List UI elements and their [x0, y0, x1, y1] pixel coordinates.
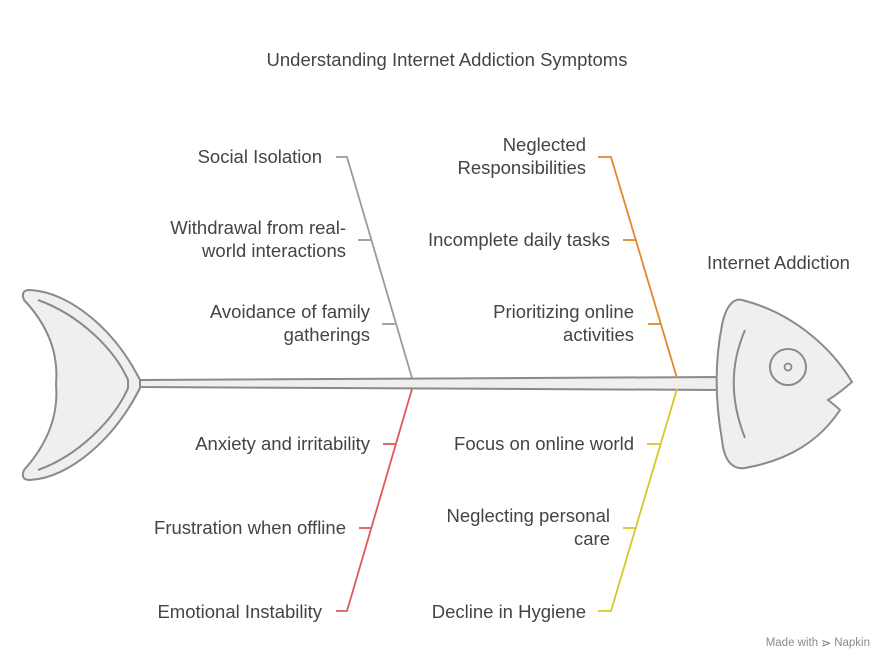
cause-prioritizing-line2: activities	[563, 324, 634, 345]
category-neglected-responsibilities: Neglected Responsibilities	[457, 133, 586, 179]
cause-prioritizing-line1: Prioritizing online	[493, 301, 634, 322]
cause-withdrawal-line2: world interactions	[202, 240, 346, 261]
fish-tail	[21, 288, 141, 482]
bone-social-isolation	[336, 156, 413, 379]
bone-emotional-instability	[336, 388, 413, 612]
cause-withdrawal-line1: Withdrawal from real-	[170, 217, 346, 238]
cause-neglecting-line2: care	[574, 528, 610, 549]
cause-avoidance-line2: gatherings	[283, 324, 370, 345]
cause-frustration: Frustration when offline	[154, 517, 346, 538]
cause-neglecting-line1: Neglecting personal	[446, 505, 610, 526]
napkin-logo-icon: ⋗	[821, 636, 832, 650]
cause-neglecting-care: Neglecting personal care	[446, 504, 610, 550]
category-emotional-instability: Emotional Instability	[157, 601, 322, 622]
fish-eye-icon	[769, 348, 807, 386]
bone-neglected-responsibilities	[598, 156, 678, 379]
cause-withdrawal: Withdrawal from real- world interactions	[170, 216, 346, 262]
fish-head	[715, 298, 854, 470]
footer-made-with: Made with	[765, 637, 819, 649]
fish-spine	[139, 375, 721, 392]
diagram-title: Understanding Internet Addiction Symptom…	[266, 49, 628, 70]
cause-avoidance-line1: Avoidance of family	[209, 301, 370, 322]
category-neglected-line2: Responsibilities	[457, 157, 586, 178]
category-decline-in-hygiene: Decline in Hygiene	[431, 601, 586, 622]
bone-decline-in-hygiene	[598, 388, 678, 612]
cause-prioritizing-online: Prioritizing online activities	[493, 300, 634, 346]
cause-focus-online: Focus on online world	[454, 433, 634, 454]
effect-label: Internet Addiction	[707, 252, 850, 273]
category-social-isolation: Social Isolation	[197, 146, 322, 167]
category-neglected-line1: Neglected	[502, 134, 586, 155]
cause-avoidance: Avoidance of family gatherings	[210, 300, 370, 346]
footer-attribution: Made with ⋗ Napkin	[766, 636, 870, 650]
footer-brand: Napkin	[834, 637, 870, 649]
cause-anxiety: Anxiety and irritability	[195, 433, 370, 454]
cause-incomplete-tasks: Incomplete daily tasks	[427, 229, 610, 250]
